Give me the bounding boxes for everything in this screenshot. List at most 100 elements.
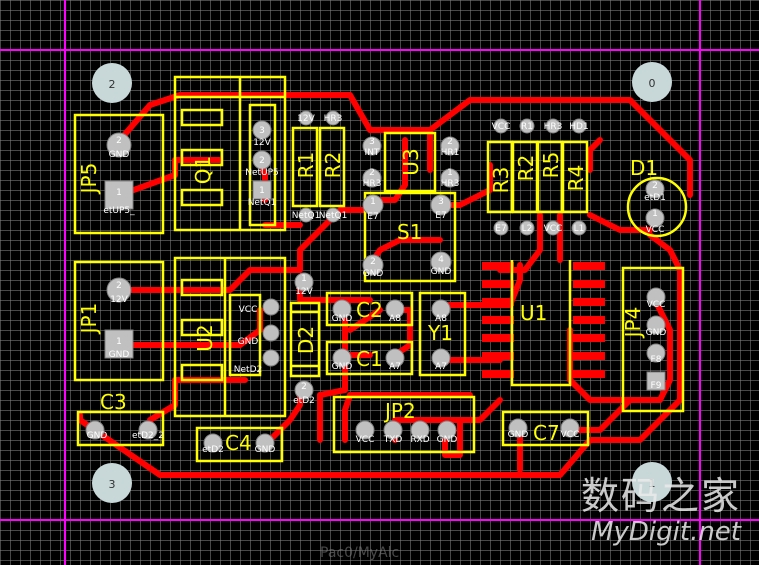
s1-p4-net: GND [431, 267, 452, 277]
r2-net-bot: NetQ1 [319, 211, 348, 221]
ref-jp4: JP4 [621, 307, 645, 340]
y1-pin1: A8 [435, 314, 447, 324]
d1-pin2: 2 [652, 181, 658, 191]
y1-outline [418, 291, 467, 377]
c4-pin2: GND [255, 445, 276, 455]
hole-label: 1 [649, 477, 656, 490]
designators: JP5 JP1 C3 C4 Q1 U2 D2 R1 R2 U3 S1 R3 R2… [77, 148, 658, 455]
q1-pin3: 3 [259, 126, 265, 136]
r2b-net-bot: L2 [522, 224, 533, 234]
jp5-pin1-net: etUP5_ [103, 206, 135, 216]
ref-s1: S1 [397, 220, 422, 244]
jp5-pin2-num: 2 [116, 136, 122, 146]
c3-outline [76, 410, 165, 447]
c4-pin1: etD2 [202, 445, 224, 455]
s1-p1-num: 1 [370, 197, 376, 207]
r4-net-top: HD1 [569, 122, 588, 132]
s1-p3-net: E7 [435, 211, 446, 221]
u3-p2-net: HR3 [363, 179, 382, 189]
jp4-outline [621, 266, 685, 413]
s1-p4-num: 4 [438, 255, 444, 265]
ref-c3: C3 [100, 390, 127, 414]
ref-jp2: JP2 [383, 399, 416, 423]
jp1-outline [73, 260, 165, 382]
ref-jp1: JP1 [77, 303, 101, 336]
u2-pin3: NetD2 [234, 365, 262, 375]
hole-3 [92, 463, 132, 503]
c7-pin2: VCC [561, 430, 580, 440]
hole-2 [92, 63, 132, 103]
u2-outline [173, 256, 287, 418]
u1-pads [482, 262, 605, 378]
q1-pin1: 1 [259, 186, 265, 196]
jp4-p4: F9 [651, 381, 662, 391]
d2-outline [289, 301, 321, 378]
u3-p3-num: 3 [369, 137, 375, 147]
r3-net-top: VCC [492, 122, 511, 132]
mounting-holes: 2 0 3 1 [92, 62, 672, 503]
c3-pin2: etD2_2 [132, 431, 164, 441]
jp2-p2: TXD [383, 435, 403, 445]
ref-y1: Y1 [427, 321, 453, 345]
th-pads [85, 110, 666, 453]
ref-d2: D2 [294, 326, 318, 354]
u3-r1-num: 1 [447, 168, 453, 178]
s1-p3-num: 3 [438, 197, 444, 207]
pad-text: 2 GND 1 etUP5_ 2 12V 1 GND GND etD2_2 et… [87, 114, 667, 455]
jp1-pin1-num: 1 [116, 337, 122, 347]
r3-net-bot: E7 [495, 224, 506, 234]
jp2-p3: RXD [410, 435, 429, 445]
d1-pin2-net: etD1 [644, 193, 666, 203]
r2-outline [318, 126, 346, 208]
d1-pin1-net: VCC [646, 225, 665, 235]
d1-pin1: 1 [652, 209, 658, 219]
ref-c1: C1 [356, 347, 383, 371]
u2-pin1: VCC [239, 305, 258, 315]
r1-net-bot: NetQ1 [292, 211, 321, 221]
c2-pin1: GND [332, 314, 353, 324]
jp5-pin2-net: GND [109, 150, 130, 160]
u3-r1-net: HR3 [441, 179, 460, 189]
watermark-en: MyDigit.net [591, 517, 741, 547]
c4-outline [195, 426, 284, 463]
jp2-p4: GND [437, 435, 458, 445]
q1-outline [173, 75, 287, 232]
s1-p1-net: E7 [367, 212, 378, 222]
ref-r3: R3 [489, 167, 513, 194]
c7-pin1: GND [508, 430, 529, 440]
hole-0 [632, 62, 672, 102]
c7-outline [501, 410, 590, 447]
c2-outline [325, 291, 414, 327]
watermark-cn: 数码之家 [580, 474, 741, 518]
ref-u1: U1 [520, 301, 547, 325]
ref-r4: R4 [564, 165, 588, 192]
u3-r2-net: HR1 [441, 148, 460, 158]
r5-net-bot: VCC [544, 224, 563, 234]
ref-r1: R1 [294, 152, 318, 179]
u2-pin2: GND [238, 337, 259, 347]
hole-label: 0 [649, 77, 656, 90]
d1-outline [626, 176, 688, 238]
r1-outline [291, 126, 319, 208]
r2b-net-top: R1 [521, 122, 533, 132]
s1-p2-net: GND [363, 269, 384, 279]
u3-outline [383, 131, 437, 193]
jp1-pin2-num: 2 [116, 281, 122, 291]
ref-q1: Q1 [191, 156, 215, 184]
r1-net-top: 12V [297, 114, 315, 124]
d2-pin2-net: etD2 [293, 396, 315, 406]
jp1-pin2-net: 12V [110, 295, 128, 305]
d2-pin1-num: 1 [301, 274, 307, 284]
ref-c4: C4 [225, 431, 252, 455]
jp2-outline [332, 395, 476, 454]
c1-pin1: GND [332, 362, 353, 372]
r4-outline [561, 140, 589, 214]
jp4-p3: F8 [651, 355, 662, 365]
c1-pin2: A7 [389, 362, 401, 372]
r2-net-top: HR3 [324, 114, 343, 124]
q1-net-bot: NetQ1 [248, 198, 277, 208]
ref-r5: R5 [539, 152, 563, 179]
